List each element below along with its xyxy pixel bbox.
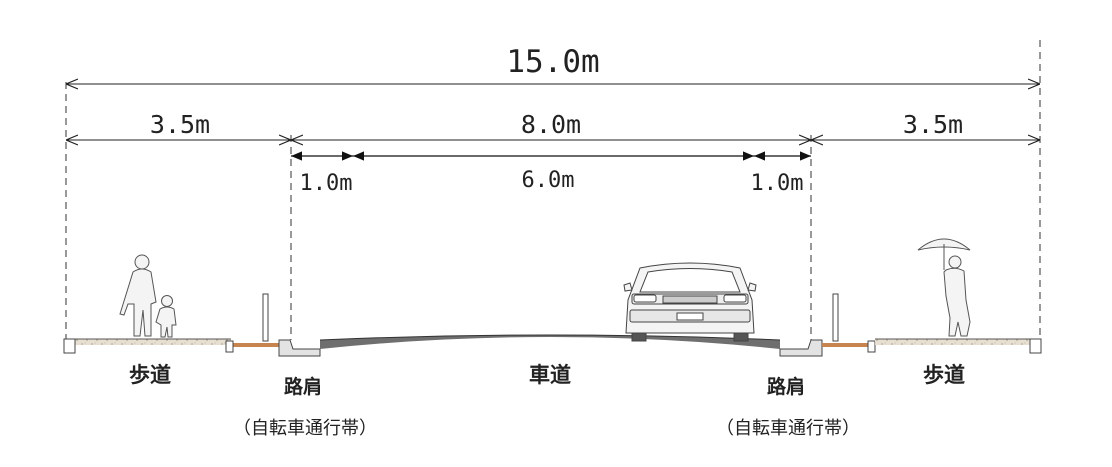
dimension-total-label: 15.0m [506,44,599,80]
left-edge-block [63,338,76,354]
dimension-left-shoulder-label: 1.0m [300,171,353,196]
label-right-sidewalk: 歩道 [923,363,965,387]
road-profile [63,293,1042,357]
left-bike-lane-strip [231,343,279,347]
car-front-icon [623,262,757,342]
dimension-right-sidewalk-label: 3.5m [903,110,963,139]
label-left-shoulder-note: （自転車通行帯） [233,418,377,439]
left-curb-small [225,340,234,353]
dimension-roadway-label: 8.0m [521,110,581,139]
right-bollard [832,293,839,342]
extension-lines [65,40,1041,340]
dimension-row-3: 1.0m 6.0m 1.0m [291,151,811,196]
left-bollard [262,293,269,342]
right-curb-small [867,340,876,353]
adult-and-child-silhouette-icon [119,254,177,338]
right-curb [779,339,823,357]
label-roadway: 車道 [529,363,571,387]
dimension-total: 15.0m [66,44,1040,84]
left-sidewalk-surface [66,339,231,345]
dimension-left-sidewalk-label: 3.5m [150,110,210,139]
label-left-sidewalk: 歩道 [129,363,171,387]
left-curb [278,339,321,357]
dimension-right-shoulder-label: 1.0m [751,171,804,196]
roadway-asphalt [320,335,780,349]
label-left-shoulder: 路肩 [284,375,322,398]
right-edge-block [1029,338,1042,354]
section-labels: 歩道 路肩 （自転車通行帯） 車道 路肩 （自転車通行帯） 歩道 [129,363,965,439]
dimension-row-2: 3.5m 8.0m 3.5m [66,110,1040,140]
right-sidewalk-surface [875,339,1040,345]
right-bike-lane-strip [822,343,870,347]
dimension-carriageway-label: 6.0m [522,168,575,193]
label-right-shoulder: 路肩 [767,375,805,398]
person-with-umbrella-icon [917,238,971,337]
label-right-shoulder-note: （自転車通行帯） [716,418,860,439]
